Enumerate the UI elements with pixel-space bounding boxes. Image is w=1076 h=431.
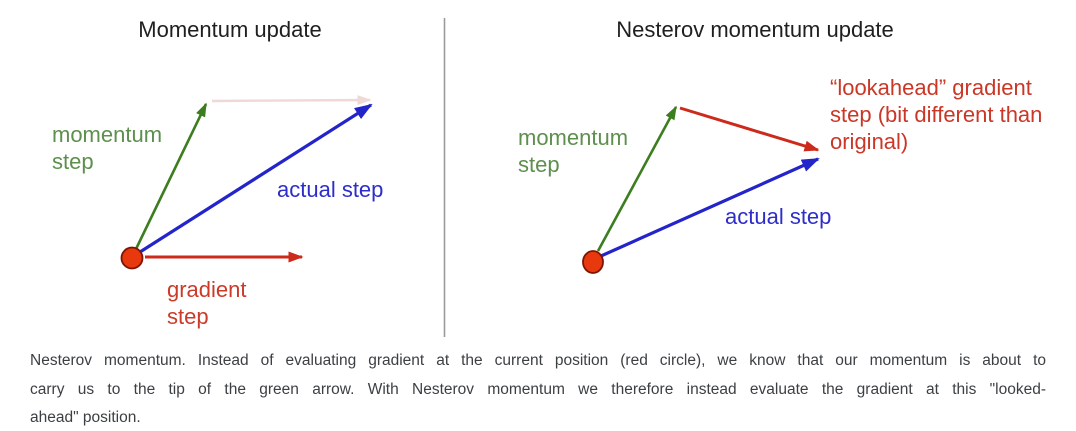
actual-step-arrow (600, 157, 820, 258)
current-position-dot (120, 246, 144, 270)
nesterov-panel-title: Nesterov momentum update (616, 17, 894, 42)
actual-step-label: actual step (725, 204, 832, 229)
momentum-step-arrow (134, 102, 208, 250)
caption: Nesterov momentum. Instead of evaluating… (30, 347, 1046, 431)
diagram-canvas (120, 18, 820, 337)
caption-line: carry us to the tip of the green arrow. … (30, 380, 1046, 398)
momentum-step-arrow (596, 105, 678, 252)
momentum-panel (120, 95, 373, 270)
actual-step-label: actual step (277, 177, 384, 202)
caption-line: ahead" position. (30, 409, 141, 426)
momentum-step-label: momentum step (518, 125, 629, 177)
momentum-step-label: momentum step (52, 122, 163, 174)
current-position-dot (582, 250, 604, 274)
ghost-gradient-arrow (211, 95, 372, 106)
nesterov-panel (582, 105, 820, 274)
gradient-step-label: gradient step (167, 277, 247, 329)
caption-line: Nesterov momentum. Instead of evaluating… (30, 352, 1046, 369)
momentum-panel-title: Momentum update (138, 17, 322, 42)
actual-step-arrow (139, 103, 373, 254)
lookahead-gradient-arrow (679, 106, 820, 152)
lookahead-gradient-label: “lookahead” gradient step (bit different… (830, 75, 1043, 154)
